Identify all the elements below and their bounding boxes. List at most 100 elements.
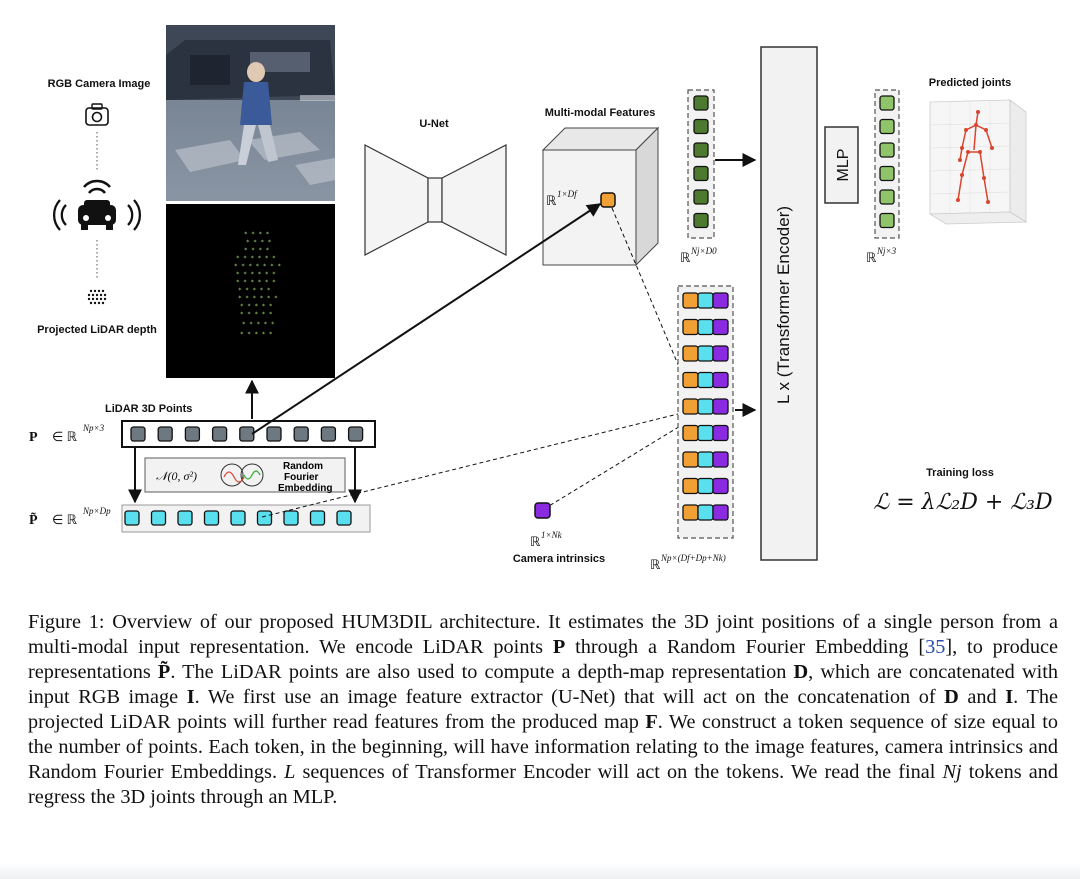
token-fourier-embedding — [697, 477, 714, 495]
caption-text-6: . We first use an image feature extracto… — [194, 686, 945, 708]
embedding-token — [309, 510, 326, 526]
lidar-point-token — [211, 426, 228, 442]
svg-text:* * * * *: * * * * * — [240, 303, 273, 310]
joint-token-stack — [879, 95, 895, 229]
joint-token — [879, 118, 895, 135]
caption-text-4: . The LiDAR points are also used to comp… — [170, 661, 794, 683]
camera-intrinsics-token — [534, 502, 551, 519]
svg-text:* * * * * *: * * * * * * — [236, 255, 276, 262]
caption-D: D — [793, 661, 809, 683]
token-camera-intrinsics — [712, 504, 729, 521]
output-token — [693, 118, 709, 135]
token-camera-intrinsics — [712, 424, 729, 442]
token-camera-intrinsics — [712, 318, 729, 336]
token-image-feature — [682, 292, 699, 309]
gaussian-label: 𝒩(0, σ²) — [156, 469, 197, 483]
caption-L: L — [284, 761, 296, 783]
caption-D-2: D — [944, 686, 959, 708]
lidar-token-row — [130, 426, 364, 442]
joint-token — [879, 212, 895, 229]
svg-text:* * * *: * * * * — [246, 239, 272, 246]
caption-F: F — [645, 711, 658, 733]
predicted-joints-label: Predicted joints — [929, 77, 1012, 89]
nj3-space: ℝ — [866, 250, 877, 265]
caption-text-3: ], to produce representations — [28, 636, 1059, 683]
projected-depth-map: * * * * * * * * * * * * * * * * * * * * … — [166, 204, 335, 378]
caption-text-2: through a Random Fourier Embedding [ — [565, 636, 926, 658]
caption-text-11: tokens and regress the 3D joints through… — [28, 761, 1059, 808]
caption-text-9: . We construct a token sequence of size … — [28, 711, 1059, 783]
lidar-point-token — [293, 426, 309, 442]
token-image-feature — [682, 451, 699, 468]
feature-space: ℝ — [546, 193, 557, 208]
lidar-point-token — [130, 426, 146, 442]
fourier-icon — [220, 463, 264, 487]
svg-text:* * * *: * * * * — [244, 231, 270, 238]
loss-formula: ℒ = λℒ₂D + ℒ₃D — [873, 490, 1053, 515]
token-fourier-embedding — [697, 292, 714, 309]
rgb-camera-photo — [166, 25, 335, 201]
embedding-token — [124, 510, 140, 526]
transformer-encoder-block — [760, 46, 818, 561]
P-tilde-exponent: Np×Dp — [82, 506, 111, 516]
rff-box — [144, 457, 346, 493]
token-sequence-stack — [682, 292, 729, 521]
token-camera-intrinsics — [712, 292, 729, 309]
embedding-token — [230, 510, 246, 526]
caption-citation[interactable]: 35 — [925, 636, 946, 658]
P-exponent: Np×3 — [82, 423, 105, 433]
svg-text:* * * * *: * * * * * — [238, 287, 271, 294]
lidar-point-token — [347, 426, 364, 442]
token-image-feature — [682, 371, 699, 389]
token-fourier-embedding — [697, 371, 714, 389]
lidar-point-token — [320, 426, 337, 442]
lidar-point-token — [239, 426, 255, 442]
embedding-token — [150, 510, 167, 526]
connected-car-icon — [53, 179, 141, 231]
token-image-feature — [682, 345, 699, 362]
lidar-dots-icon — [87, 289, 107, 305]
intrinsics-exponent: 1×Nk — [541, 530, 563, 540]
rff-label-2: Fourier — [284, 472, 319, 483]
rff-label-1: Random — [283, 461, 323, 472]
camera-icon — [85, 103, 109, 126]
projected-lidar-depth-label: Projected LiDAR depth — [37, 324, 157, 336]
token-fourier-embedding — [697, 398, 714, 415]
token-image-feature — [682, 504, 699, 521]
sampled-feature-token — [600, 192, 616, 208]
output-token-stack — [693, 95, 709, 229]
mlp-block — [824, 126, 859, 204]
nj-d0-exponent: Nj×D0 — [690, 246, 717, 256]
intrinsics-space: ℝ — [530, 534, 541, 549]
caption-text-10: sequences of Transformer Encoder will ac… — [295, 761, 943, 783]
token-camera-intrinsics — [712, 345, 729, 362]
caption-text-7: and — [958, 686, 1006, 708]
embedding-token — [283, 510, 299, 526]
P-symbol: P — [29, 430, 38, 445]
unet-label: U-Net — [419, 118, 449, 130]
mlp-label: MLP — [835, 149, 852, 182]
training-loss-label: Training loss — [926, 467, 994, 479]
nj3-exponent: Nj×3 — [876, 246, 897, 256]
token-camera-intrinsics — [712, 477, 729, 495]
output-token — [693, 189, 709, 205]
rgb-camera-image-label: RGB Camera Image — [48, 78, 151, 90]
caption-text-5: , which are concatenated with input RGB … — [28, 661, 1059, 708]
token-exponent: Np×(Df+Dp+Nk) — [660, 553, 726, 563]
svg-text:* * * * *: * * * * * — [240, 311, 273, 318]
svg-text:* * * * * *: * * * * * * — [236, 271, 276, 278]
caption-P: P — [552, 636, 566, 658]
caption-I: I — [186, 686, 195, 708]
token-image-feature — [682, 318, 699, 336]
token-camera-intrinsics — [712, 451, 729, 468]
output-token — [693, 95, 709, 111]
caption-I-2: I — [1005, 686, 1014, 708]
lidar-3d-points-label: LiDAR 3D Points — [105, 403, 192, 415]
figure-caption: Figure 1: Overview of our proposed HUM3D… — [28, 610, 1058, 810]
lidar-point-token — [157, 426, 173, 442]
output-token — [693, 142, 709, 158]
joint-token — [879, 165, 895, 182]
figure-number: Figure 1: — [28, 611, 105, 633]
transformer-label: L x (Transformer Encoder) — [774, 206, 793, 404]
token-fourier-embedding — [697, 504, 714, 521]
